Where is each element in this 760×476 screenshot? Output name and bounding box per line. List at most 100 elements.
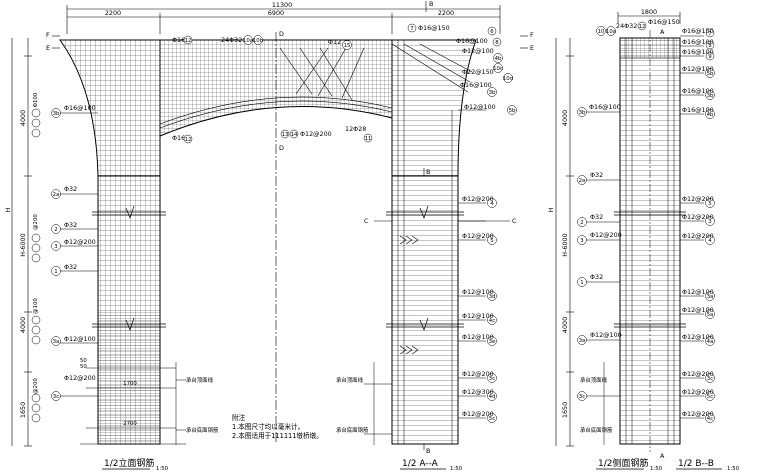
callout-arch-phi16: Φ16 <box>172 134 185 142</box>
side-callout-3b-text: Φ16@100 <box>682 87 714 95</box>
side-dimension-axis <box>555 12 681 447</box>
callout-r-4: 4 <box>490 201 494 207</box>
left-dim-2700: 2700 <box>123 421 137 427</box>
axis-spacing-top: Φ100 <box>33 92 39 107</box>
side-callout-phi16at150: Φ16@150 <box>648 18 680 26</box>
caption-section-bb-scale: 1:50 <box>727 466 740 472</box>
section-mark-a-bottom: A <box>660 452 665 460</box>
callout-r-4d-text: Φ12@300 <box>462 388 494 396</box>
callout-top-10b: 10b <box>253 38 264 44</box>
callout-r-3e: 3e <box>489 339 496 345</box>
side-callout-l-3a: 3a <box>579 338 586 344</box>
callout-r-3c: 3c <box>489 376 495 382</box>
callout-l-phi12at200-b: Φ12@200 <box>64 374 96 382</box>
top-dimension-lines <box>66 1 501 34</box>
section-mark-c-left: C <box>364 217 369 225</box>
callout-r-5-text: Φ12@200 <box>462 232 494 240</box>
caption-side-scale: 1:50 <box>650 466 663 472</box>
dim-overall: 11300 <box>272 1 292 9</box>
side-callout-5b: 5b <box>707 71 714 77</box>
section-mark-f-left: F <box>46 31 50 39</box>
side-callout-7-text: Φ16@150 <box>682 27 714 35</box>
side-callout-10a: 10a <box>606 29 616 35</box>
side-callout-5c: 5c <box>707 394 713 400</box>
side-callout-l-2-text: Φ32 <box>590 213 603 221</box>
section-mark-b-upper: B <box>426 168 430 176</box>
dim-left-3: 4000 <box>19 317 27 333</box>
side-callout-4a: 4a <box>707 339 714 345</box>
drawing-notes: 附注 1.本图尺寸均以毫米计。 2.本图适用于111111墩桥墩。 <box>232 414 352 441</box>
left-pier-break-marks <box>92 205 166 332</box>
callout-r-3e-text: Φ12@100 <box>462 333 494 341</box>
side-callout-l-3-text: Φ12@200 <box>590 231 622 239</box>
dim-left-1: 4000 <box>19 110 27 126</box>
side-callout-3-text: Φ12@200 <box>682 213 714 221</box>
callout-l-3: 3 <box>54 244 57 250</box>
callout-top-phi12: Φ12 <box>328 38 341 46</box>
arch-diagonal-bars <box>279 47 365 101</box>
side-callout-4a-text: Φ12@100 <box>682 333 714 341</box>
callout-r-8-text: Φ12@100 <box>462 47 494 55</box>
callout-r-5b-text: Φ12@100 <box>464 103 496 111</box>
callout-r-3d-text: Φ12@100 <box>462 288 494 296</box>
side-callout-5a-text: Φ12@100 <box>682 306 714 314</box>
side-callout-4b: 4b <box>707 112 714 118</box>
side-callout-4c: 4c <box>707 416 713 422</box>
callout-r-10d: 10d <box>503 76 513 82</box>
callout-l-phi32-b: Φ32 <box>64 221 77 229</box>
callout-r-6-text: Φ16@100 <box>456 37 488 45</box>
callout-l-3c: 3c <box>53 394 59 400</box>
side-callout-3c: 3c <box>707 376 713 382</box>
right-pier-column <box>391 175 459 445</box>
callout-top-n12: 12 <box>185 38 192 44</box>
dim-right-span: 2200 <box>438 9 454 17</box>
section-mark-b-lower: B <box>426 447 430 455</box>
side-pier-break-marks <box>614 211 686 328</box>
axis-bubbles <box>31 108 41 423</box>
axis-spacing-mid: @200 <box>33 214 39 230</box>
left-cap-bot-rebar: 承台底面钢筋 <box>186 426 219 434</box>
caption-section-bb: 1/2 B--B <box>678 459 714 469</box>
side-callout-l-3: 3 <box>580 238 583 244</box>
right-pier-verticals <box>397 40 453 444</box>
callout-arch-13: 13 <box>282 132 289 138</box>
callout-r-7-text: Φ16@150 <box>418 24 450 32</box>
right-callout-leaders <box>458 109 486 419</box>
side-callout-leaders <box>586 35 704 419</box>
callout-l-2: 2 <box>54 227 57 233</box>
side-dim-2: H-6000 <box>561 233 569 256</box>
side-callout-10: 10 <box>598 29 605 35</box>
side-callout-l-3b-text: Φ16@100 <box>589 103 621 111</box>
callout-r-4b: 4b <box>495 56 502 62</box>
callout-l-1: 1 <box>54 269 57 275</box>
callout-r-4b-text: Φ22@150 <box>462 68 494 76</box>
callout-r-3b: 3b <box>489 90 496 96</box>
callout-r-4c: 4c <box>489 318 495 324</box>
left-footing-rebar <box>80 367 186 445</box>
axis-spacing-bot: @200 <box>33 378 39 394</box>
right-cap-bot-rebar: 承台底面钢筋 <box>336 426 369 434</box>
callout-l-3a: 3a <box>53 339 60 345</box>
caption-section-aa: 1/2 A--A <box>402 459 439 469</box>
callout-l-3b: 3b <box>53 111 60 117</box>
callout-arch-phi12at200: Φ12@200 <box>300 130 332 138</box>
dim-mid-span: 6900 <box>268 9 284 17</box>
side-callout-5-text: Φ12@200 <box>682 195 714 203</box>
callout-r-10c: 10c <box>493 66 503 72</box>
side-cap-top-line: 承台顶面线 <box>580 376 608 384</box>
callout-r-3c-text: Φ12@200 <box>462 370 494 378</box>
callout-top-24phi32: 24Φ32 <box>221 36 242 44</box>
callout-r-7: 7 <box>410 26 413 32</box>
notes-title: 附注 <box>232 414 246 422</box>
callout-l-phi12at100: Φ12@100 <box>64 335 96 343</box>
caption-elevation: 1/2立面钢筋 <box>104 457 155 469</box>
callout-l-phi12at200: Φ12@200 <box>64 238 96 246</box>
caption-side: 1/2侧面钢筋 <box>598 457 649 469</box>
callout-r-3d: 3d <box>489 294 496 300</box>
section-mark-e-right: E <box>530 44 534 52</box>
side-callout-3a-text: Φ12@100 <box>682 288 714 296</box>
callout-r-5c: 5c <box>489 416 495 422</box>
side-callout-3: 3 <box>708 219 711 225</box>
section-mark-d-top: D <box>279 30 284 38</box>
side-callout-5c-text: Φ12@200 <box>682 388 714 396</box>
